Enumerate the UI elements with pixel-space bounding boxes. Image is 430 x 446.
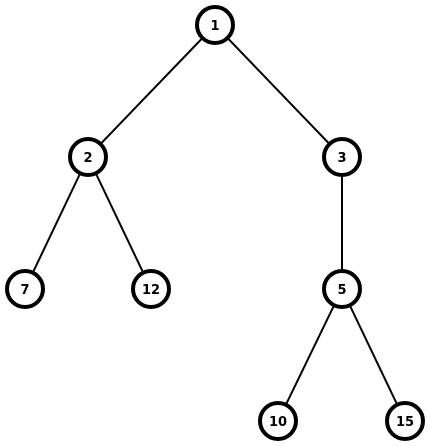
tree-node-circle [68, 137, 108, 177]
tree-node-15: 15 [385, 401, 425, 441]
tree-node-label: 7 [20, 283, 29, 298]
tree-edge-n5-n10 [277, 288, 343, 422]
tree-node-1: 1 [195, 5, 235, 45]
tree-node-label: 15 [396, 415, 414, 430]
tree-node-circle [322, 269, 362, 309]
tree-node-12: 12 [131, 269, 171, 309]
tree-node-3: 3 [322, 137, 362, 177]
tree-node-label: 1 [210, 19, 219, 34]
tree-edges [24, 24, 406, 422]
tree-node-circle [195, 5, 235, 45]
tree-node-label: 12 [142, 283, 160, 298]
tree-edge-n2-n7 [24, 156, 89, 290]
tree-node-circle [131, 269, 171, 309]
tree-node-10: 10 [258, 401, 298, 441]
tree-edge-n2-n12 [87, 156, 152, 290]
tree-edge-n5-n15 [341, 288, 406, 422]
tree-node-7: 7 [5, 269, 45, 309]
tree-node-circle [258, 401, 298, 441]
tree-node-5: 5 [322, 269, 362, 309]
tree-edge-n1-n2 [87, 24, 216, 158]
tree-node-label: 10 [269, 415, 287, 430]
tree-node-circle [385, 401, 425, 441]
tree-node-label: 2 [83, 151, 92, 166]
tree-edge-n1-n3 [214, 24, 343, 158]
tree-node-2: 2 [68, 137, 108, 177]
tree-node-circle [322, 137, 362, 177]
tree-node-label: 5 [337, 283, 346, 298]
tree-node-label: 3 [337, 151, 346, 166]
tree-node-circle [5, 269, 45, 309]
